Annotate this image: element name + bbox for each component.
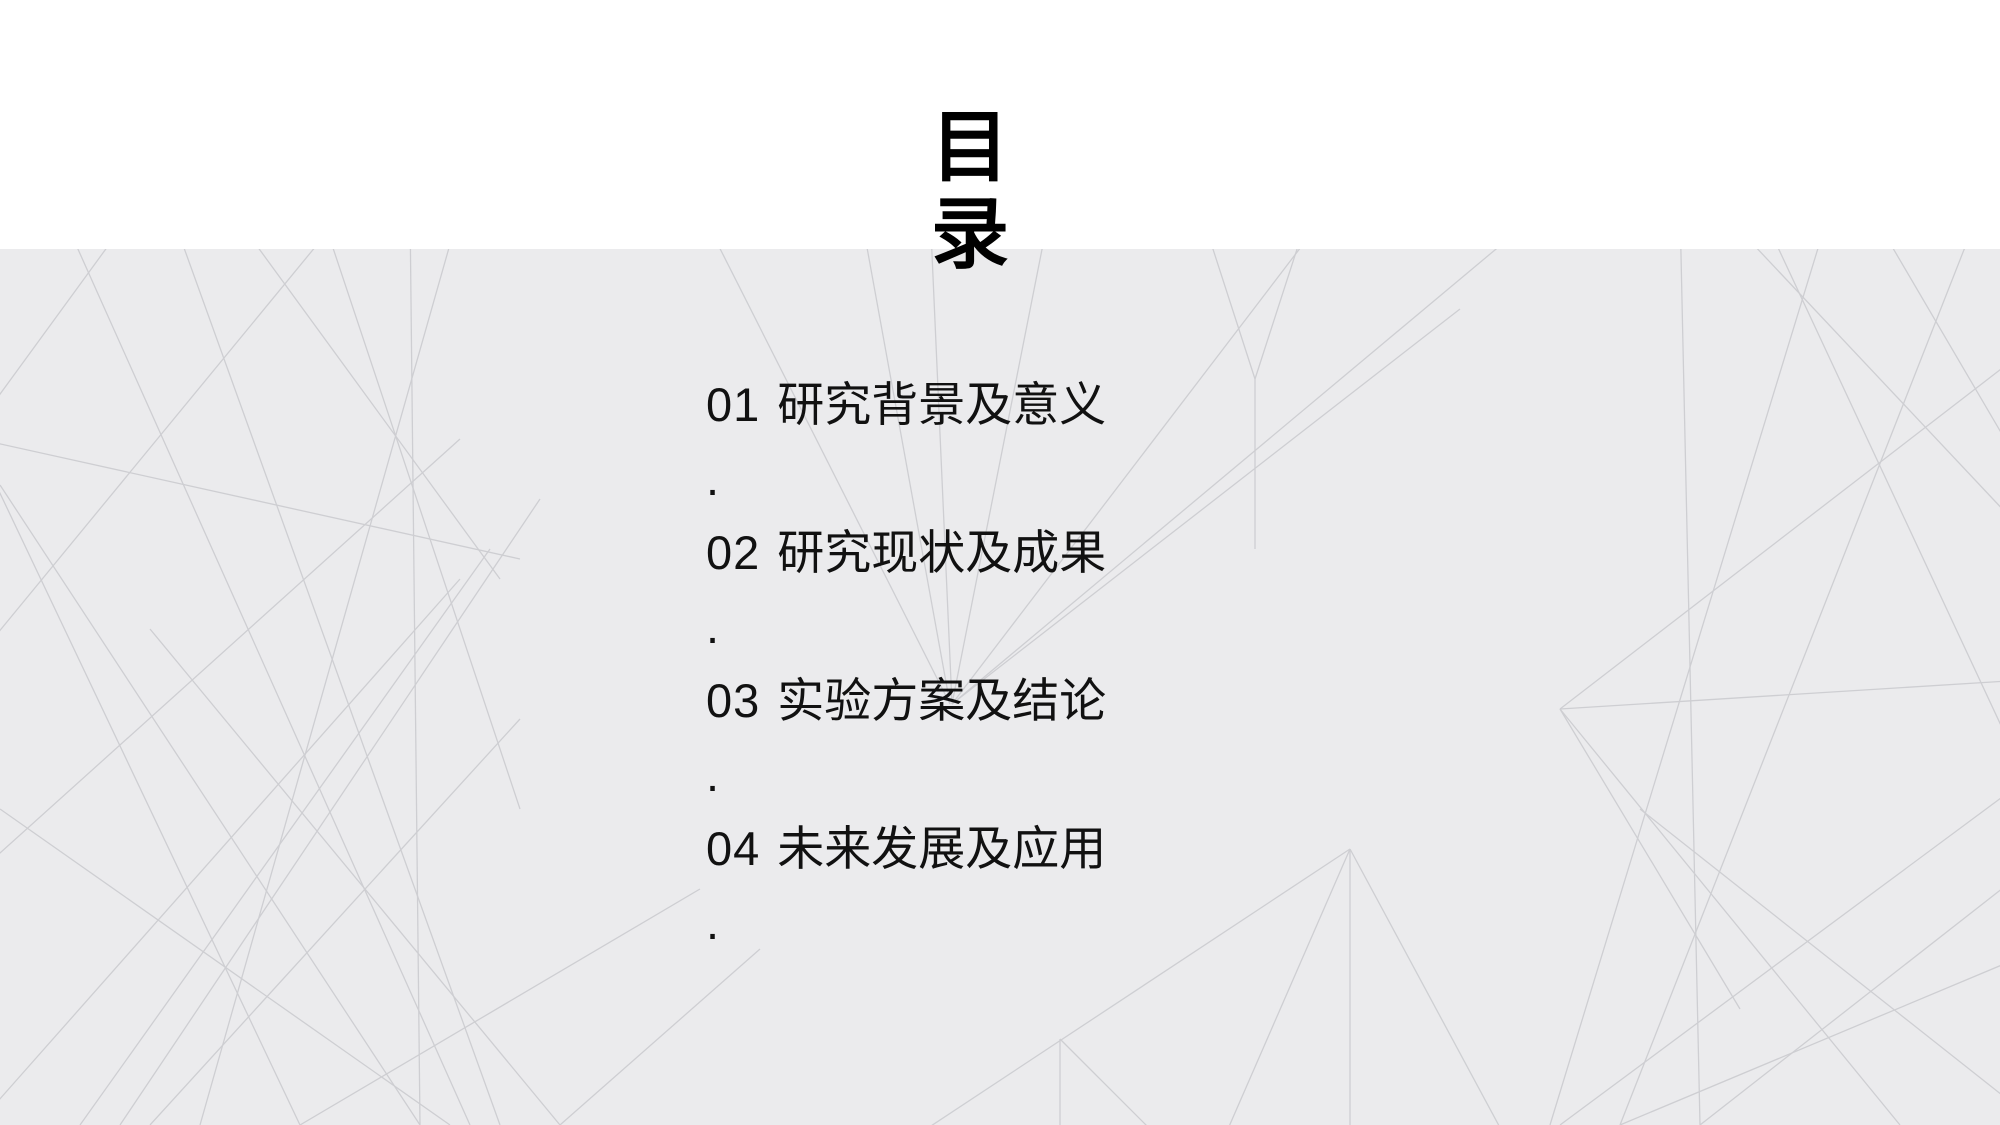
toc-item-03-number: 03 <box>706 674 761 727</box>
toc-item-03-label: 实验方案及结论 <box>777 674 1107 727</box>
toc-item-02-line: 02 研究现状及成果 <box>706 516 1226 590</box>
background-polygon-pattern <box>0 249 2000 1125</box>
toc-item-01-line: 01 研究背景及意义 <box>706 368 1226 442</box>
toc-item-01-suffix: . <box>706 452 720 505</box>
toc-item-04-suffix: . <box>706 896 720 949</box>
toc-item-03[interactable]: 03 实验方案及结论 . <box>706 664 1226 812</box>
toc-item-04[interactable]: 04 未来发展及应用 . <box>706 812 1226 960</box>
toc-item-01-number: 01 <box>706 378 761 431</box>
toc-item-01-label: 研究背景及意义 <box>777 378 1107 431</box>
toc-item-03-line: 03 实验方案及结论 <box>706 664 1226 738</box>
background-white-band <box>0 0 2000 249</box>
table-of-contents: 01 研究背景及意义 . 02 研究现状及成果 . 03 实验方案及结论 . 04 未来… <box>706 368 1226 960</box>
toc-item-03-suffix: . <box>706 748 720 801</box>
page-title-text: 目录 <box>930 103 1009 279</box>
toc-item-02-label: 研究现状及成果 <box>777 526 1107 579</box>
toc-item-04-label: 未来发展及应用 <box>777 822 1107 875</box>
background-gray-band <box>0 249 2000 1125</box>
page-title: 目录 <box>905 103 1035 279</box>
toc-item-04-line: 04 未来发展及应用 <box>706 812 1226 886</box>
toc-item-02-number: 02 <box>706 526 761 579</box>
toc-item-02[interactable]: 02 研究现状及成果 . <box>706 516 1226 664</box>
toc-item-02-suffix: . <box>706 600 720 653</box>
toc-item-01[interactable]: 01 研究背景及意义 . <box>706 368 1226 516</box>
toc-item-04-number: 04 <box>706 822 761 875</box>
